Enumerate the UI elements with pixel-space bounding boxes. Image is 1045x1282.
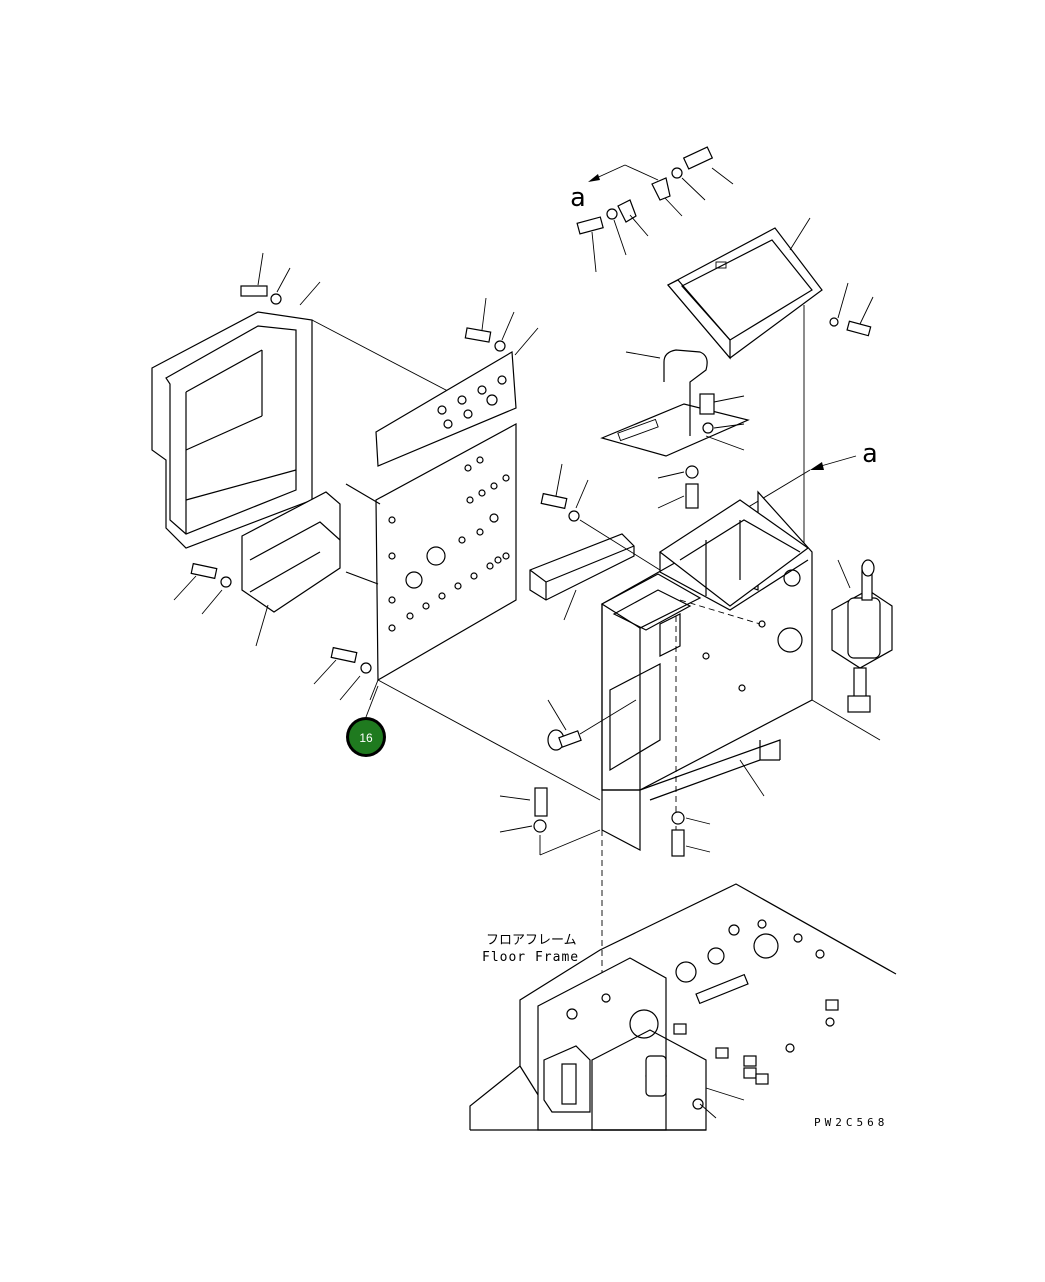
drawing-code: PW2C568 [814, 1116, 888, 1129]
bolt-group-top [576, 146, 734, 273]
floor-frame-label-jp: フロアフレーム [486, 933, 577, 948]
pipe-and-support-plate [600, 349, 750, 509]
floor-frame-label-en: Floor Frame [482, 950, 579, 965]
lever-assembly [831, 559, 893, 713]
floor-frame [469, 883, 897, 1131]
callout-badge-16[interactable]: 16 [346, 717, 386, 757]
view-marker-a-top: a [570, 183, 586, 213]
knob [547, 699, 637, 751]
view-arrow-a-top: a [570, 164, 659, 213]
upper-narrow-plate [375, 297, 539, 467]
top-console-cover [667, 217, 874, 555]
lower-bolts [499, 787, 711, 857]
view-marker-a-right: a [862, 439, 878, 469]
callout-number: 16 [359, 731, 373, 745]
left-bracket [173, 483, 381, 701]
console-cabinet [539, 490, 881, 1020]
middle-angle-bracket [529, 463, 661, 621]
left-hood-frame [151, 252, 466, 549]
main-plate [369, 422, 601, 801]
view-arrow-a-right: a [739, 439, 878, 513]
